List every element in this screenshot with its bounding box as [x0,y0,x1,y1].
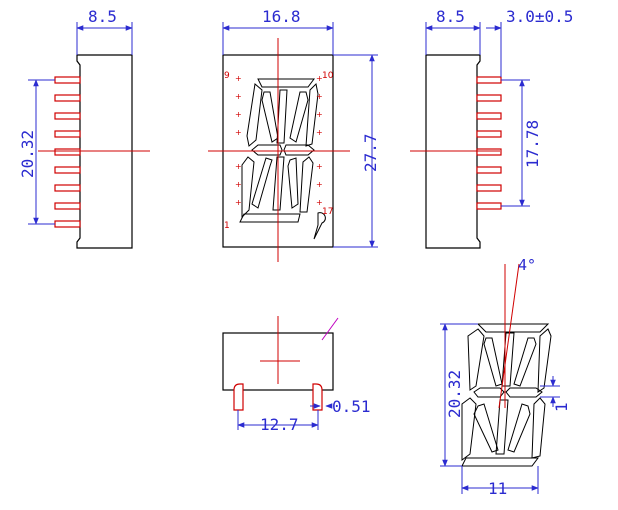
pin [54,76,81,84]
pin [54,112,81,120]
detail-width-dim: 11 [488,479,507,498]
svg-text:+: + [316,110,323,119]
pin [476,76,502,84]
pin [54,94,81,102]
left-side-body [76,54,133,249]
svg-text:+: + [316,162,323,171]
pin-label-1: 1 [224,221,230,231]
svg-text:+: + [235,162,242,171]
front-segments [239,78,326,240]
pin [54,184,81,192]
left-height-dim: 20.32 [18,130,37,178]
right-side-body [425,54,481,249]
pin-label-10: 10 [322,71,334,81]
left-side-view: 8.5 20.32 [18,7,150,249]
pin-label-17: 17 [322,207,333,217]
front-height-dim: 27.7 [361,133,380,172]
pin [476,112,502,120]
right-side-pins [476,76,502,210]
pin [476,202,502,210]
svg-text:+: + [235,180,242,189]
detail-height-dim: 20.32 [445,370,464,418]
angle-line [498,263,520,409]
left-width-dim: 8.5 [88,7,117,26]
right-pin-length-dim: 3.0±0.5 [506,7,573,26]
pin [54,130,81,138]
svg-text:+: + [235,74,242,83]
pin [476,184,502,192]
svg-text:+: + [316,74,323,83]
detail-angle-dim: 4° [518,256,536,274]
detail-segments [461,323,552,467]
svg-text:+: + [235,128,242,137]
pin [233,383,244,411]
svg-text:+: + [235,92,242,101]
pin [54,202,81,210]
svg-text:+: + [235,110,242,119]
segment-detail-view: 4° 20.32 11 1 [440,256,571,498]
pin [54,220,81,228]
front-pin-markers: + + + + + + + + + + + + + + [235,74,323,207]
pin [476,148,502,156]
svg-text:+: + [316,180,323,189]
bottom-pin-spacing-dim: 12.7 [260,415,299,434]
front-view: + + + + + + + + + + + + + + 9 10 1 17 16.8 27.… [208,7,380,262]
right-side-view: 8.5 3.0±0.5 17.78 [410,7,573,249]
detail-gap-dim: 1 [552,402,571,412]
pin [54,148,81,156]
front-width-dim: 16.8 [262,7,301,26]
pin [476,130,502,138]
pin [54,166,81,174]
pin-label-9: 9 [224,71,230,81]
bottom-view: 12.7 0.51 [222,316,371,434]
bottom-pin-width-dim: 0.51 [332,397,371,416]
svg-text:+: + [235,198,242,207]
right-width-dim: 8.5 [436,7,465,26]
svg-text:+: + [316,198,323,207]
left-side-pins [54,76,81,228]
right-height-dim: 17.78 [523,120,542,168]
pin [476,94,502,102]
pin [476,166,502,174]
svg-text:+: + [316,128,323,137]
svg-text:+: + [316,92,323,101]
